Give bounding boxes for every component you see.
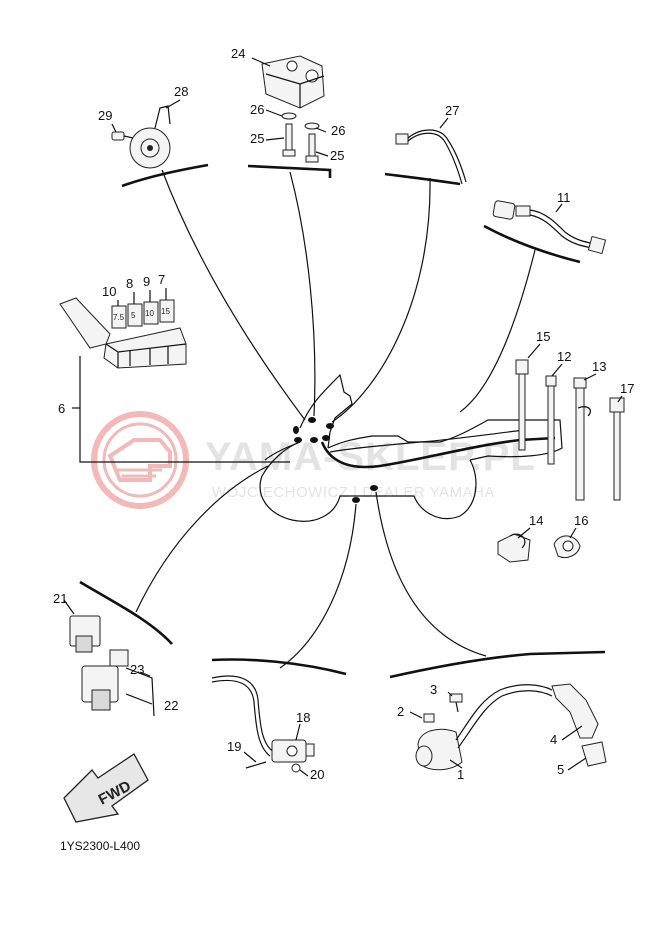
callout-26-left: 26: [250, 102, 264, 117]
fuse-value-2: 5: [131, 311, 136, 320]
fwd-arrow: FWD: [63, 753, 149, 823]
clamps: [497, 533, 581, 563]
watermark-logo: [91, 411, 189, 509]
callout-5: 5: [557, 762, 564, 777]
fuse-value-3: 10: [145, 309, 154, 318]
callout-23: 23: [130, 662, 144, 677]
watermark-title: YAMA-SKLEP.PL: [205, 435, 536, 479]
callout-24: 24: [231, 46, 245, 61]
callout-3: 3: [430, 682, 437, 697]
callout-26-right: 26: [331, 123, 345, 138]
lead-wire-27: [395, 129, 467, 185]
callout-leaders: [63, 57, 623, 777]
resistor-assembly: [211, 675, 315, 773]
watermark: YAMA-SKLEP.PL WOJCIECHOWICZ | DEALER YAM…: [91, 411, 536, 509]
diagram-code: 1YS2300-L400: [60, 839, 140, 853]
horn: [111, 105, 171, 169]
watermark-subtitle: WOJCIECHOWICZ | DEALER YAMAHA: [212, 484, 495, 501]
relay-block-24: [261, 55, 325, 109]
relays: [69, 615, 155, 717]
callout-13: 13: [592, 359, 606, 374]
callout-9: 9: [143, 274, 150, 289]
group-frames: [79, 163, 606, 679]
motorcycle-outline: [259, 373, 563, 522]
callout-8: 8: [126, 276, 133, 291]
callout-17: 17: [620, 381, 634, 396]
fuse-value-4: 15: [161, 307, 170, 316]
callout-18: 18: [296, 710, 310, 725]
bolts-25-26: [281, 112, 320, 163]
callout-15: 15: [536, 329, 550, 344]
ignition-coil: [415, 683, 607, 771]
callout-27: 27: [445, 103, 459, 118]
leader-lines: [79, 169, 536, 669]
fuse-box: 7.5 5 10 15: [59, 297, 187, 369]
callout-6: 6: [58, 401, 65, 416]
callout-1: 1: [457, 767, 464, 782]
callout-7: 7: [158, 272, 165, 287]
fuse-value-1: 7.5: [113, 313, 125, 322]
callout-16: 16: [574, 513, 588, 528]
callout-29: 29: [98, 108, 112, 123]
cable-ties: [515, 359, 625, 501]
callout-20: 20: [310, 767, 324, 782]
sub-harness-11: [492, 200, 607, 255]
callout-labels: 1 2 3 4 5 6 7 8 9 10 11 12 13 14 15 16 1…: [53, 46, 634, 782]
callout-25-right: 25: [330, 148, 344, 163]
fuses: 7.5 5 10 15: [111, 299, 175, 329]
callout-10: 10: [102, 284, 116, 299]
callout-19: 19: [227, 739, 241, 754]
callout-14: 14: [529, 513, 543, 528]
callout-22: 22: [164, 698, 178, 713]
callout-28: 28: [174, 84, 188, 99]
callout-12: 12: [557, 349, 571, 364]
callout-25-left: 25: [250, 131, 264, 146]
callout-21: 21: [53, 591, 67, 606]
callout-11: 11: [557, 190, 571, 205]
callout-2: 2: [397, 704, 404, 719]
callout-4: 4: [550, 732, 557, 747]
